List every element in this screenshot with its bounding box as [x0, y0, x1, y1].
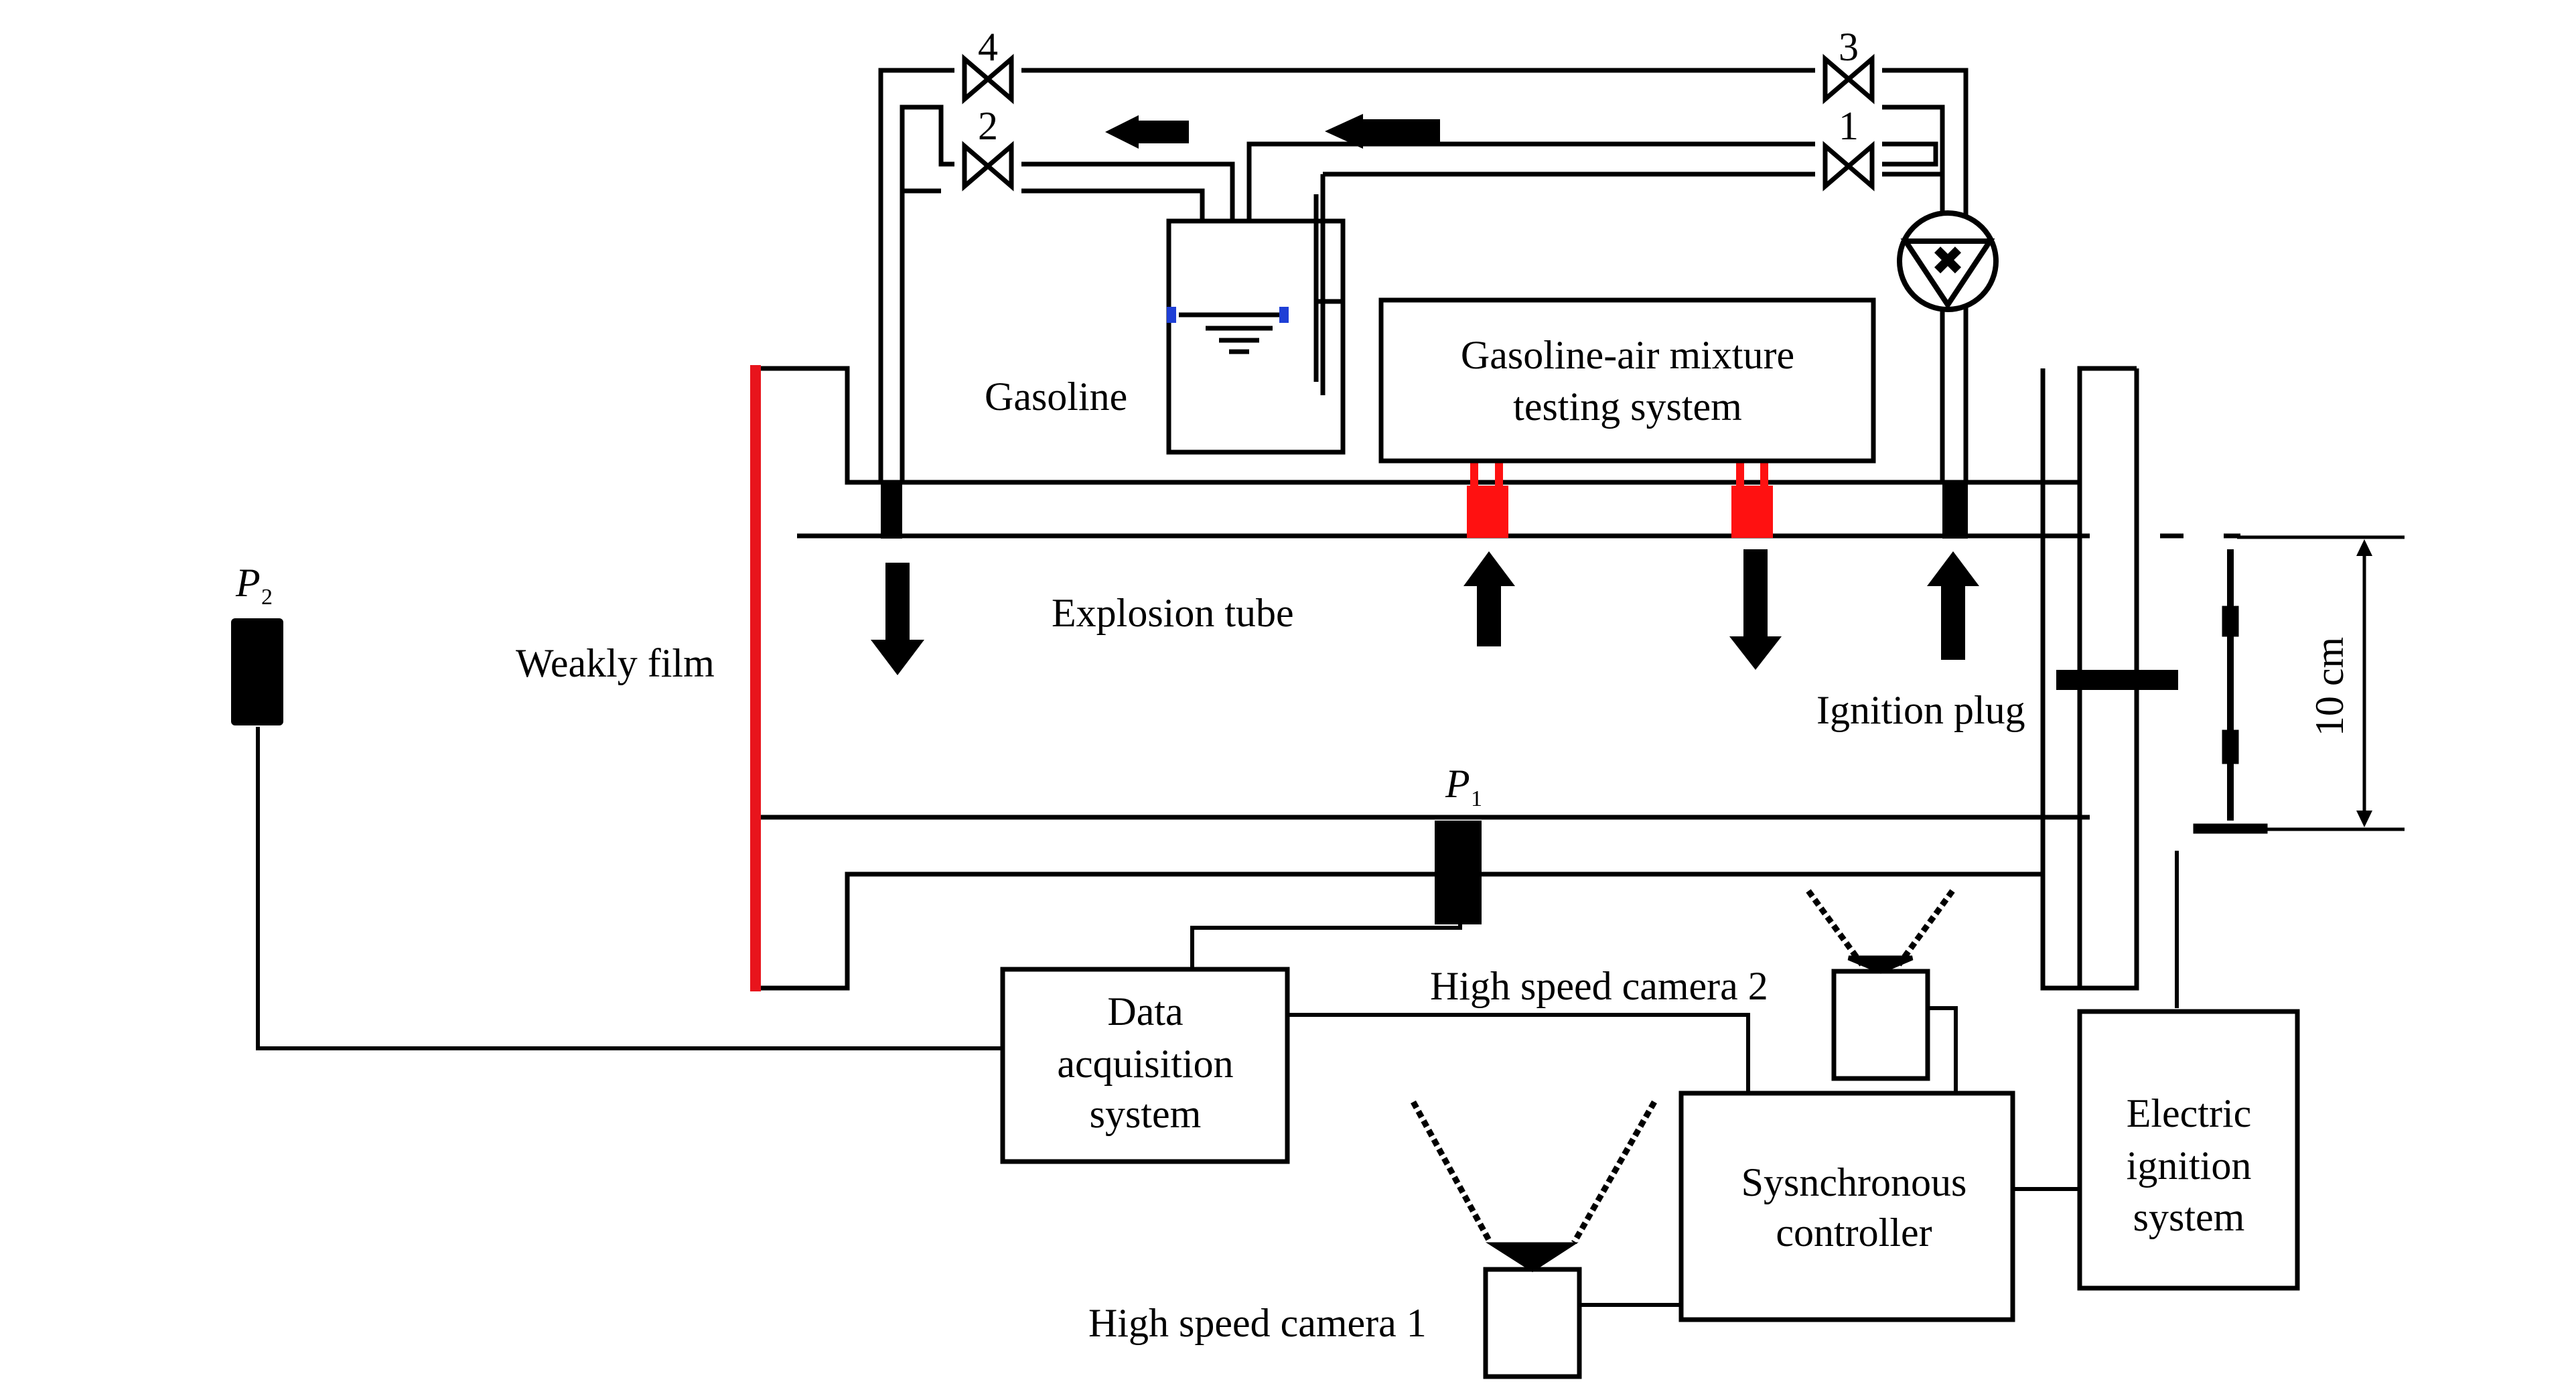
camera-1-label: High speed camera 1 — [1088, 1301, 1427, 1345]
valve-4-label: 4 — [978, 25, 998, 69]
flow-arrow-up-2 — [1927, 551, 1979, 660]
sampling-port-2 — [1731, 462, 1773, 538]
data-acquisition-system — [1000, 967, 1290, 1164]
explosion-tube-label: Explosion tube — [1052, 591, 1294, 635]
inlet-port-left — [881, 481, 902, 539]
synchronous-controller — [1678, 1091, 2015, 1322]
p2-subscript: 2 — [261, 585, 273, 610]
gasoline-label: Gasoline — [985, 374, 1127, 419]
ignition-electrode — [2193, 549, 2268, 834]
liquid-seal-right — [1279, 307, 1289, 323]
ignition-system-label-line1: Electric — [2127, 1091, 2252, 1135]
daq-label-line1: Data — [1107, 989, 1183, 1034]
pressure-sensor-p2 — [231, 618, 283, 725]
weakly-film-label: Weakly film — [516, 641, 715, 685]
wiring — [256, 727, 2179, 1307]
ignition-plug-label: Ignition plug — [1816, 688, 2025, 732]
flow-arrow-down-2 — [1729, 549, 1782, 670]
pipe-flow-arrow-left-2 — [1325, 114, 1440, 149]
gas-piping — [878, 68, 1969, 481]
valve-1[interactable] — [1825, 146, 1872, 186]
high-speed-camera-2 — [1806, 889, 1955, 1081]
sampling-port-1 — [1467, 462, 1508, 538]
electric-ignition-system — [2077, 1009, 2300, 1291]
flow-arrow-up-1 — [1463, 551, 1515, 646]
valve-3-label: 3 — [1839, 25, 1859, 69]
camera-2-label: High speed camera 2 — [1430, 964, 1768, 1008]
pressure-sensor-p1 — [1435, 821, 1482, 924]
ignition-system-label-line2: ignition — [2127, 1143, 2252, 1188]
sync-label-line2: controller — [1776, 1210, 1932, 1255]
flow-arrow-down-1 — [871, 563, 924, 675]
inlet-port-right — [1942, 481, 1968, 539]
ignition-plug — [2056, 670, 2178, 690]
valve-2[interactable] — [964, 146, 1011, 186]
dimension-label: 10 cm — [2307, 637, 2352, 736]
circulation-pump: ✖ — [1897, 210, 1999, 312]
svg-text:✖: ✖ — [1931, 238, 1964, 285]
valve-1-label: 1 — [1839, 104, 1859, 148]
p2-label: P — [235, 561, 261, 605]
dimension-marker — [2234, 535, 2405, 831]
valve-2-label: 2 — [978, 104, 998, 148]
daq-label-line2: acquisition — [1057, 1042, 1233, 1086]
high-speed-camera-1 — [1411, 1100, 1657, 1379]
ignition-system-label-line3: system — [2133, 1195, 2245, 1239]
sync-label-line1: Sysnchronous — [1741, 1160, 1967, 1204]
mixture-label-line1: Gasoline-air mixture — [1461, 333, 1794, 377]
mixture-label-line2: testing system — [1513, 385, 1742, 429]
daq-label-line3: system — [1090, 1092, 1202, 1136]
liquid-seal-left — [1167, 307, 1176, 323]
p1-label: P — [1445, 762, 1470, 806]
mixture-testing-system — [1378, 297, 1876, 464]
p1-subscript: 1 — [1471, 786, 1482, 811]
gasoline-container — [1166, 218, 1346, 455]
pipe-flow-arrow-left-1 — [1105, 115, 1189, 149]
